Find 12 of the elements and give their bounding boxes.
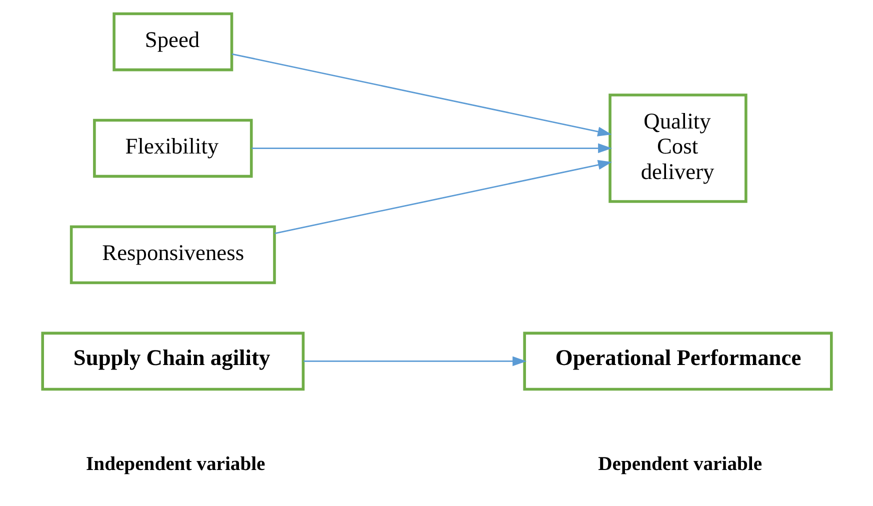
label: Dependent variable <box>598 454 762 476</box>
node-box: Responsiveness <box>69 225 276 284</box>
arrow <box>231 53 612 136</box>
arrow <box>274 160 612 234</box>
arrow <box>303 356 526 366</box>
label: Independent variable <box>86 454 265 476</box>
node-box: Speed <box>112 12 233 72</box>
node-box: Supply Chain agility <box>40 332 304 391</box>
node-box: Quality Cost delivery <box>608 94 747 203</box>
node-box: Operational Performance <box>522 332 832 391</box>
arrow <box>251 143 612 154</box>
node-box: Flexibility <box>92 118 252 178</box>
